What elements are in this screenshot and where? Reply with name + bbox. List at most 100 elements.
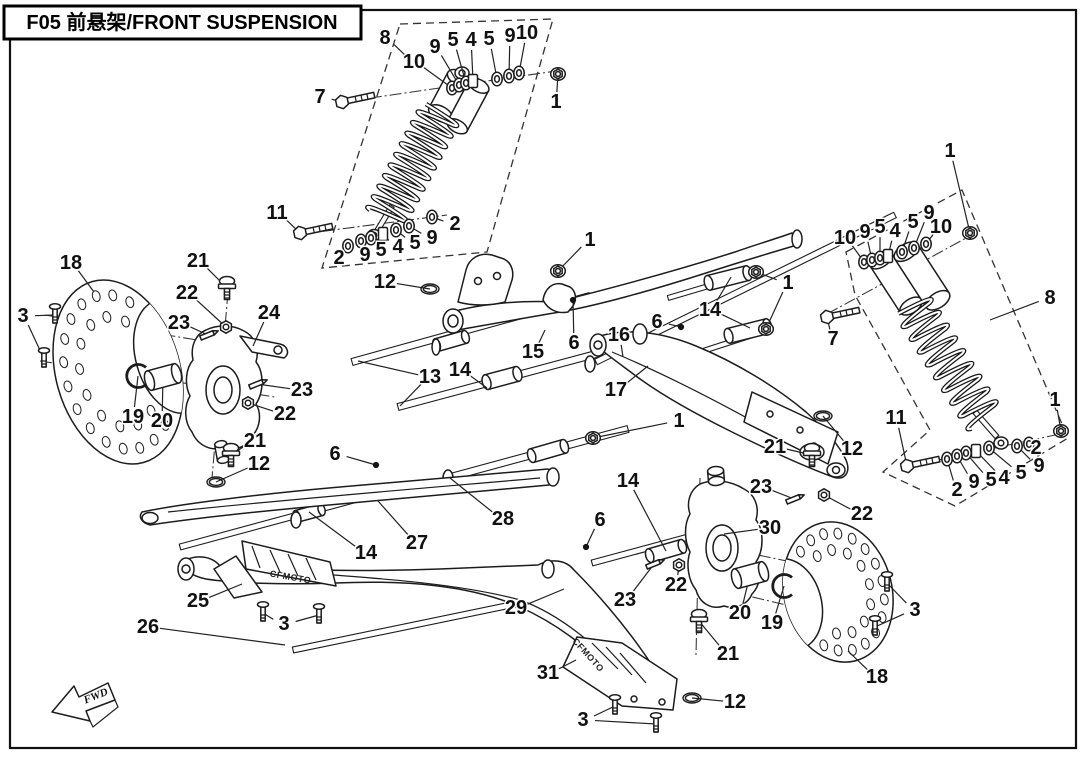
- leader-line: [723, 528, 759, 535]
- hardware-cyl20: [730, 560, 770, 590]
- part-callout-2: 2: [951, 479, 962, 501]
- hardware-washer: [503, 68, 515, 84]
- hardware-boltv: [312, 602, 326, 624]
- hardware-washer: [908, 240, 920, 256]
- shock-group-box: [845, 189, 1069, 507]
- leader-line: [208, 583, 243, 598]
- part-callout-14: 14: [617, 470, 640, 492]
- hardware-washer: [365, 230, 377, 246]
- disc-hole: [833, 644, 843, 657]
- disc-hole: [91, 290, 101, 302]
- disc-hole: [865, 578, 874, 591]
- disc-hole: [85, 422, 95, 435]
- leader-line: [989, 300, 1039, 321]
- part-callout-4: 4: [998, 467, 1010, 489]
- hardware-bolth: [292, 222, 334, 241]
- disc-hole: [847, 626, 857, 639]
- part-callout-15: 15: [522, 341, 544, 363]
- hardware-nut: [241, 396, 255, 410]
- rod: [594, 211, 897, 366]
- part-callout-1: 1: [1049, 389, 1060, 411]
- part-callout-16: 16: [608, 324, 630, 346]
- leader-line: [346, 456, 377, 466]
- hardware-oring: [420, 283, 440, 295]
- leader-line: [252, 321, 265, 347]
- part-callout-9: 9: [859, 221, 870, 243]
- part-callout-23: 23: [750, 476, 772, 498]
- disc-hole: [879, 593, 889, 606]
- disc-hole: [59, 356, 69, 369]
- rod-eyelet: [584, 355, 596, 373]
- hardware-boltv: [649, 711, 663, 733]
- part-callout-4: 4: [889, 220, 901, 242]
- page-title: F05 前悬架/FRONT SUSPENSION: [26, 10, 337, 34]
- disc-hole: [75, 363, 85, 375]
- disc-hole: [847, 532, 857, 545]
- hardware-bush: [377, 226, 389, 242]
- hardware-bush: [467, 73, 479, 89]
- leader-line: [874, 613, 905, 628]
- leader-line: [698, 620, 721, 647]
- hardware-washer: [920, 236, 932, 252]
- part-callout-3: 3: [909, 599, 920, 621]
- leader-line: [558, 659, 577, 670]
- part-callout-6: 6: [568, 332, 579, 354]
- hardware-balljoint: [217, 275, 237, 301]
- hardware-washer: [426, 209, 438, 225]
- hardware-boltv: [48, 302, 62, 324]
- disc-hole: [866, 598, 876, 611]
- hardware-washer: [951, 448, 963, 464]
- hardware-washer: [390, 222, 402, 238]
- part-callout-28: 28: [492, 508, 514, 530]
- part-callout-5: 5: [907, 211, 918, 233]
- hardware-pin: [582, 543, 590, 551]
- part-callout-6: 6: [329, 443, 340, 465]
- diagram-artwork: [39, 18, 1069, 711]
- part-callout-9: 9: [359, 244, 370, 266]
- leader-line: [396, 282, 431, 290]
- disc-hole: [77, 298, 87, 311]
- hardware-nut: [817, 488, 831, 502]
- disc-hole: [860, 543, 870, 556]
- page-border: [8, 8, 1078, 750]
- leader-line: [620, 344, 624, 358]
- disc-hole: [160, 419, 170, 431]
- hardware-pin: [677, 323, 685, 331]
- part-callout-14: 14: [699, 299, 722, 321]
- leader-line: [572, 299, 575, 334]
- disc-hole: [115, 420, 125, 433]
- washer-large: [290, 511, 302, 529]
- leader-line: [133, 375, 139, 408]
- part-callout-26: 26: [137, 616, 159, 638]
- part-callout-23: 23: [614, 589, 636, 611]
- part-callout-18: 18: [866, 666, 888, 688]
- disc-hole: [860, 637, 870, 650]
- leader-line: [625, 365, 649, 385]
- disc-hole: [101, 435, 111, 448]
- hardware-oring: [813, 410, 833, 422]
- leader-line: [526, 588, 565, 605]
- part-callout-4: 4: [392, 236, 404, 258]
- part-callout-13: 13: [419, 366, 441, 388]
- hardware-washer: [960, 445, 972, 461]
- disc-hole: [133, 418, 143, 431]
- part-callout-9: 9: [968, 471, 979, 493]
- leader-line: [399, 383, 422, 407]
- part-callout-10: 10: [834, 227, 856, 249]
- disc-hole: [63, 380, 73, 393]
- hardware-boltv: [880, 570, 894, 592]
- fwd-arrow: FWD: [51, 682, 119, 728]
- leader-line: [886, 582, 907, 604]
- leader-line: [592, 422, 668, 439]
- skid-plate-wedge: [213, 555, 263, 599]
- leader-line: [377, 500, 410, 537]
- part-callout-5: 5: [447, 29, 458, 51]
- part-callout-17: 17: [605, 379, 627, 401]
- arm-upper-left: [139, 468, 555, 526]
- hardware-washer: [1011, 438, 1023, 454]
- coil-spring-inner: [898, 298, 998, 431]
- part-callout-5: 5: [483, 28, 494, 50]
- hardware-fitting: [248, 378, 268, 390]
